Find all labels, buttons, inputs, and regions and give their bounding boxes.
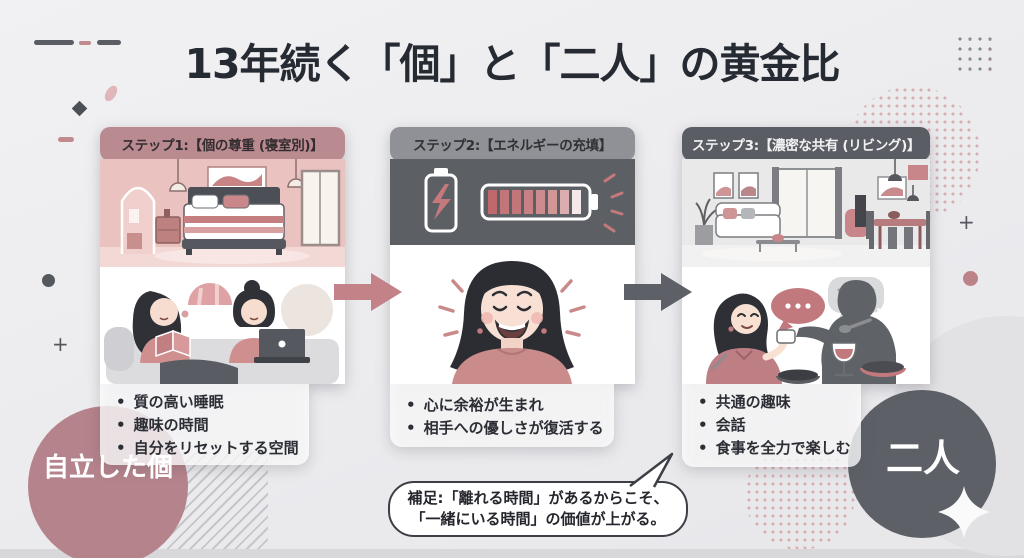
step1-bullet-2: 趣味の時間: [116, 414, 299, 437]
couple-dining-icon: [706, 277, 906, 384]
battery-icon: [424, 168, 624, 233]
deco-dash-3: [97, 40, 121, 45]
couple-dining-illustration: [682, 267, 930, 384]
step1-bullet-1: 質の高い睡眠: [116, 391, 299, 414]
step2-card: ステップ2:【エネルギーの充填】: [390, 127, 635, 447]
deco-dot-grid: [955, 34, 997, 72]
deco-dot-rose: [963, 271, 978, 286]
living-room-icon: [682, 159, 930, 267]
living-room-illustration: [682, 159, 930, 267]
bottom-strip: [0, 549, 1024, 558]
couple-label: 二人: [886, 437, 960, 480]
note-line-2: 「一緒にいる時間」の価値が上がる。: [410, 510, 666, 528]
arrow-step1-to-step2-icon: [334, 273, 402, 311]
deco-plus-left: +: [52, 332, 69, 356]
step3-bullet-2: 会話: [698, 414, 851, 437]
sparkle-icon: [938, 486, 990, 538]
deco-dash-2: [79, 41, 91, 45]
step2-bullet-2: 相手への優しさが復活する: [406, 417, 604, 440]
deco-dash-1: [34, 40, 74, 45]
step2-bullet-1: 心に余裕が生まれ: [406, 394, 604, 417]
deco-dash-4: [58, 137, 74, 142]
step1-card: ステップ1:【個の尊重 (寝室別)】: [100, 127, 345, 465]
smiling-woman-illustration: [390, 245, 635, 384]
smiling-woman-icon: [438, 261, 586, 384]
two-women-illustration: [100, 267, 345, 384]
step3-header: ステップ3:【濃密な共有 (リビング)】: [682, 127, 930, 161]
bedroom-scene-icon: [100, 159, 345, 267]
deco-diamond: [71, 100, 88, 117]
independent-self-label: 自立した個: [42, 453, 173, 483]
note-bubble: 補足:「離れる時間」があるからこそ、 「一緒にいる時間」の価値が上がる。: [388, 481, 688, 537]
step1-bullet-3: 自分をリセットする空間: [116, 437, 299, 460]
step3-bullet-3: 食事を全力で楽しむ: [698, 437, 851, 460]
note-bubble-tail: [629, 452, 674, 488]
deco-dot-dark: [42, 274, 55, 287]
step1-header: ステップ1:【個の尊重 (寝室別)】: [100, 127, 345, 161]
two-women-icon: [104, 280, 339, 384]
note-line-1: 補足:「離れる時間」があるからこそ、: [407, 489, 669, 507]
step2-header: ステップ2:【エネルギーの充填】: [390, 127, 635, 161]
step3-card: ステップ3:【濃密な共有 (リビング)】: [682, 127, 930, 467]
deco-plus-right: +: [958, 210, 975, 234]
bedroom-illustration: [100, 159, 345, 267]
step3-bullet-1: 共通の趣味: [698, 391, 851, 414]
page-title: 13年続く「個」と「二人」の黄金比: [184, 40, 840, 88]
step3-bullets: 共通の趣味 会話 食事を全力で楽しむ: [682, 384, 861, 467]
step2-bullets: 心に余裕が生まれ 相手への優しさが復活する: [390, 384, 614, 447]
battery-illustration: [390, 159, 635, 245]
arrow-step2-to-step3-icon: [624, 273, 692, 311]
step1-bullets: 質の高い睡眠 趣味の時間 自分をリセットする空間: [100, 384, 309, 465]
